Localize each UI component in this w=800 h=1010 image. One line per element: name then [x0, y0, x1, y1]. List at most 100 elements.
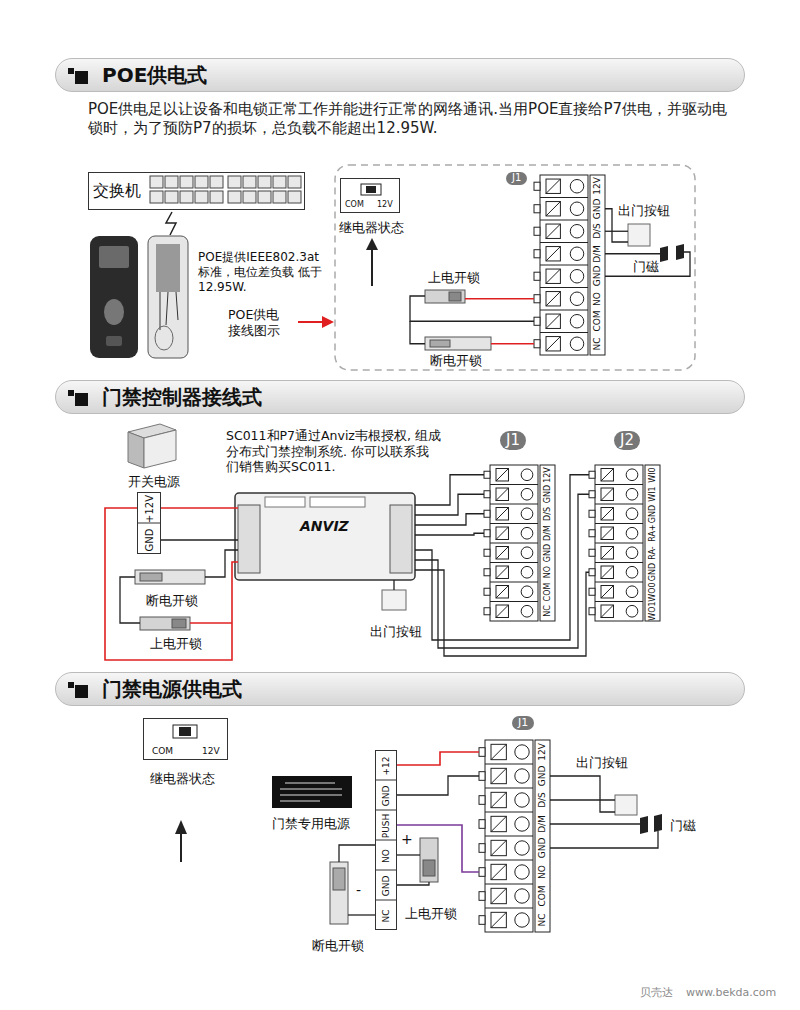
switch-port: [228, 176, 241, 188]
switch-port: [210, 176, 223, 188]
wire: [415, 533, 484, 535]
pin-name: WO1: [648, 602, 658, 621]
poe-note: POE提供IEEE802.3at 标准，电位差负载 低于 12.95W.: [198, 250, 333, 295]
terminal-clamp: [496, 508, 508, 520]
switch-port: [150, 176, 163, 188]
section-icon: [68, 390, 74, 396]
pin-name: D/S: [592, 223, 603, 239]
pin-name: GND: [537, 766, 548, 787]
controller-sc011: [238, 505, 260, 573]
lock-symbol: [140, 617, 190, 630]
terminal-divider: [485, 788, 533, 789]
pin-name: GND: [592, 198, 603, 219]
relay-icon: [173, 725, 197, 738]
terminal-divider: [485, 884, 533, 885]
terminal-divider: [540, 265, 588, 266]
poe-link: [166, 212, 176, 235]
terminal-label-strip: [540, 465, 555, 621]
power-pin: NO: [381, 849, 392, 863]
terminal-divider: [540, 197, 588, 198]
pin-name: NO: [537, 865, 548, 879]
device-label: 断电开锁: [146, 593, 198, 609]
pin-name: D/S: [543, 507, 553, 521]
terminal-screw: [515, 841, 529, 855]
section-title: 门禁控制器接线式: [102, 385, 262, 410]
switching-power-supply: [144, 430, 176, 468]
terminal-divider: [540, 332, 588, 333]
switch-port: [195, 191, 208, 203]
switch-port: [150, 191, 163, 203]
terminal-screw: [515, 793, 529, 807]
power-pin: GND: [381, 786, 392, 807]
wire: [205, 550, 238, 577]
terminal-clamp: [491, 744, 506, 759]
p7-device: [160, 292, 178, 330]
terminal-screw: [521, 527, 533, 539]
section-title: 门禁电源供电式: [102, 677, 242, 702]
terminal-divider: [540, 310, 588, 311]
wire: [415, 475, 589, 640]
switch-box: 交换机: [88, 172, 305, 210]
terminal-clamp: [491, 792, 506, 807]
terminal-tab: [589, 471, 595, 478]
terminal-screw: [626, 469, 638, 481]
connector-name: J1: [506, 172, 527, 185]
power-pin: +12V: [144, 495, 157, 523]
pin-name: COM: [592, 311, 603, 332]
terminal-clamp: [496, 488, 508, 500]
terminal-clamp: [496, 586, 508, 598]
lock-symbol: [425, 337, 491, 350]
pin-name: 12V: [537, 743, 548, 761]
terminal-tab: [484, 510, 490, 517]
terminal-screw: [626, 547, 638, 559]
relay-pin: 12V: [202, 746, 220, 757]
wire: [161, 539, 238, 540]
p7-device: [106, 336, 122, 346]
terminal-screw: [570, 180, 584, 194]
wire: [410, 321, 425, 344]
terminal-divider: [485, 908, 533, 909]
door-magnet: [660, 246, 668, 262]
terminal-screw: [515, 745, 529, 759]
exit-button: [382, 590, 406, 610]
terminal-divider: [595, 543, 643, 544]
terminal-clamp: [546, 202, 560, 216]
controller-sc011: [235, 493, 415, 580]
pin-name: NC: [537, 913, 548, 926]
terminal-label-strip: [590, 175, 605, 355]
relay-icon: [179, 727, 191, 736]
terminal-divider: [485, 764, 533, 765]
section-title: POE供电式: [102, 63, 207, 88]
device-label: 断电开锁: [312, 938, 364, 954]
terminal-screw: [521, 488, 533, 500]
relay-state-box: COM12V继电器状态: [143, 718, 228, 760]
up-arrow: [366, 238, 378, 250]
terminal-clamp: [491, 864, 506, 879]
terminal-clamp: [496, 566, 508, 578]
terminal-clamp: [546, 247, 560, 261]
intro-note: POE供电足以让设备和电锁正常工作并能进行正常的网络通讯.当用POE直接给P7供…: [88, 100, 738, 138]
wire: [393, 580, 394, 590]
power-pin: NC: [381, 909, 392, 922]
connector-name: J2: [614, 431, 640, 450]
terminal-label-strip: [535, 740, 550, 932]
terminal-tab: [479, 844, 485, 853]
terminal-clamp: [601, 547, 613, 559]
terminal-screw: [626, 488, 638, 500]
terminal-clamp: [496, 469, 508, 481]
terminal-divider: [490, 543, 538, 544]
p7-device: [155, 326, 173, 350]
device-label: 断电开锁: [430, 353, 482, 369]
terminal-divider: [490, 484, 538, 485]
wire: [397, 776, 479, 795]
terminal-clamp: [601, 586, 613, 598]
terminal-tab: [534, 272, 540, 280]
watermark: 贝壳达: [640, 986, 673, 1000]
terminal-tab: [479, 916, 485, 925]
device-label: 门磁: [670, 818, 696, 834]
pin-name: GND: [537, 838, 548, 859]
lock-symbol: [172, 619, 186, 628]
device-label: 出门按钮: [370, 624, 422, 640]
terminal-clamp: [496, 547, 508, 559]
